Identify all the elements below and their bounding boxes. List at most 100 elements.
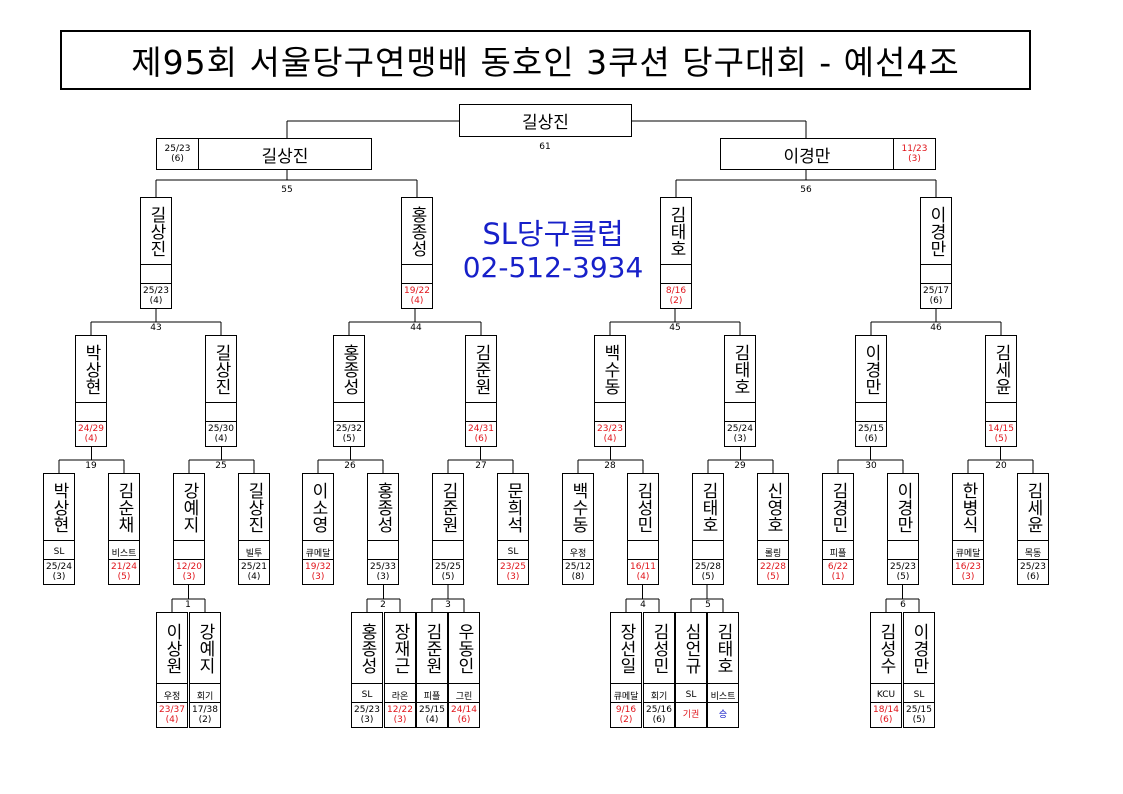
player-club-cell: 회기 xyxy=(190,683,220,706)
player-name: 이경만 xyxy=(861,343,881,395)
player-name: 강예지 xyxy=(195,622,215,674)
player-box: 박상현 24/29 (4) xyxy=(75,335,107,447)
inning: (3) xyxy=(908,154,921,164)
score: 9/16 xyxy=(615,705,637,715)
player-name: 김순채 xyxy=(114,481,134,533)
match-label: 3 xyxy=(445,600,451,610)
score: 12/20 xyxy=(176,562,202,572)
player-club-cell xyxy=(986,402,1016,425)
player-club-cell: 피플 xyxy=(417,683,447,706)
match-label: 29 xyxy=(734,461,746,471)
player-name: 백수동 xyxy=(600,343,620,395)
score: 25/23 xyxy=(890,562,916,572)
player-club-cell: SL xyxy=(676,683,706,706)
player-box: 심언규 SL 기권 xyxy=(675,612,707,728)
player-club-cell: 비스트 xyxy=(109,540,139,563)
player-name: 한병식 xyxy=(958,481,978,533)
score: 6/22 xyxy=(827,562,849,572)
player-name: 이경만 xyxy=(926,205,946,257)
player-name: 이상원 xyxy=(162,622,182,674)
final-winner-box: 길상진 xyxy=(459,104,632,137)
player-club: 빌투 xyxy=(245,548,263,559)
player-name: 장재근 xyxy=(390,622,410,674)
player-club: SL xyxy=(53,547,65,557)
player-club-cell: 롤링 xyxy=(758,540,788,563)
player-box: 장선일 큐메달 9/16 (2) xyxy=(610,612,642,728)
inning: (2) xyxy=(669,296,683,306)
match-label: 25 xyxy=(215,461,227,471)
score: 기권 xyxy=(682,710,700,720)
semi-right-score-box: 11/23 (3) xyxy=(893,138,936,170)
player-name-cell: 김태호 xyxy=(661,198,691,264)
inning: (4) xyxy=(84,434,98,444)
player-score-cell: 12/22 (3) xyxy=(385,702,415,727)
score: 25/24 xyxy=(727,424,753,434)
player-name-cell: 장선일 xyxy=(611,613,641,683)
player-score-cell: 19/22 (4) xyxy=(402,283,432,308)
player-box: 신영호 롤링 22/28 (5) xyxy=(757,473,789,585)
player-name: 심언규 xyxy=(681,622,701,674)
player-club: 회기 xyxy=(650,691,668,702)
score: 25/32 xyxy=(336,424,362,434)
player-club: 우정 xyxy=(163,691,181,702)
match-label: 46 xyxy=(930,323,942,333)
inning: (6) xyxy=(474,434,488,444)
inning: (3) xyxy=(182,572,196,582)
match-label: 1 xyxy=(185,600,191,610)
inning: (5) xyxy=(117,572,131,582)
player-score-cell: 25/16 (6) xyxy=(644,702,674,727)
match-label: 28 xyxy=(604,461,616,471)
player-box: 김태호 25/28 (5) xyxy=(692,473,724,585)
player-score-cell: 25/23 (3) xyxy=(352,702,382,727)
inning: (2) xyxy=(619,715,633,725)
player-box: 김준원 피플 25/15 (4) xyxy=(416,612,448,728)
player-box: 장재근 라온 12/22 (3) xyxy=(384,612,416,728)
player-box: 백수동 23/23 (4) xyxy=(594,335,626,447)
semi-left-score-box: 25/23 (6) xyxy=(156,138,199,170)
player-club-cell: 빌투 xyxy=(239,540,269,563)
player-name-cell: 강예지 xyxy=(190,613,220,683)
player-score-cell: 승 xyxy=(708,702,738,727)
inning: (4) xyxy=(636,572,650,582)
semi-left-name-box: 길상진 xyxy=(198,138,372,170)
player-club-cell: KCU xyxy=(871,683,901,706)
score: 24/31 xyxy=(468,424,494,434)
player-name: 김성민 xyxy=(649,622,669,674)
score: 25/12 xyxy=(565,562,591,572)
match-label: 44 xyxy=(410,323,422,333)
player-box: 박상현 SL 25/24 (3) xyxy=(43,473,75,585)
player-name-cell: 김경민 xyxy=(823,474,853,540)
score: 25/23 xyxy=(143,286,169,296)
player-name: 신영호 xyxy=(763,481,783,533)
player-box: 길상진 25/23 (4) xyxy=(140,197,172,309)
match-label: 2 xyxy=(380,600,386,610)
match-label: 27 xyxy=(475,461,487,471)
match-label: 5 xyxy=(705,600,711,610)
player-box: 홍종성 SL 25/23 (3) xyxy=(351,612,383,728)
player-box: 길상진 빌투 25/21 (4) xyxy=(238,473,270,585)
player-club-cell xyxy=(628,540,658,563)
inning: (4) xyxy=(410,296,424,306)
player-club-cell xyxy=(141,264,171,287)
inning: (5) xyxy=(896,572,910,582)
player-score-cell: 23/23 (4) xyxy=(595,421,625,446)
match-label: 19 xyxy=(85,461,97,471)
player-club-cell xyxy=(206,402,236,425)
inning: (6) xyxy=(1026,572,1040,582)
player-box: 홍종성 19/22 (4) xyxy=(401,197,433,309)
player-name-cell: 김성민 xyxy=(628,474,658,540)
score: 25/33 xyxy=(370,562,396,572)
player-club-cell xyxy=(661,264,691,287)
inning: (2) xyxy=(198,715,212,725)
player-club: 비스트 xyxy=(710,691,736,702)
inning: (4) xyxy=(149,296,163,306)
player-name-cell: 이경만 xyxy=(888,474,918,540)
score: 16/23 xyxy=(955,562,981,572)
player-box: 이소영 큐메달 19/32 (3) xyxy=(302,473,334,585)
player-name: 김준원 xyxy=(471,343,491,395)
player-box: 이상원 우정 23/37 (4) xyxy=(156,612,188,728)
match-label: 6 xyxy=(900,600,906,610)
player-name-cell: 한병식 xyxy=(953,474,983,540)
player-name: 홍종성 xyxy=(373,481,393,533)
club-name: SL당구클럽 xyxy=(482,217,624,251)
